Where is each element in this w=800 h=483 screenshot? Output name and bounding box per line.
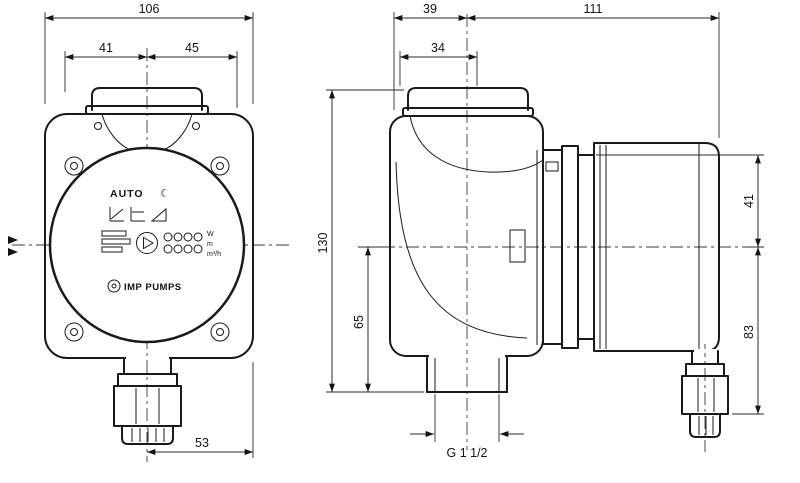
dim-axis-to-bottom: 65 [352,246,386,392]
night-mode-icon: ☾ [160,188,170,200]
side-housing [389,115,544,357]
play-icon [143,236,154,250]
constant-curve-icon [150,207,167,222]
volute-curve-outer [395,161,528,339]
connector-knurl-lines [698,416,714,435]
control-faceplate [48,146,246,344]
faceplate-content: AUTO ☾ [101,188,221,293]
flow-direction-arrow [8,248,18,256]
dim-label-top-left: 39 [423,2,437,16]
dim-top-right: 111 [467,2,720,138]
flow-direction-arrow [8,236,18,244]
flange-screw [94,122,102,130]
dim-label-overall-width: 106 [139,2,160,16]
flange-screw [192,122,200,130]
push-button [136,232,158,254]
brand-label: IMP PUMPS [124,282,182,293]
side-pump-body [389,87,544,393]
nameplate-detail [509,229,526,263]
neck-curve-right [160,113,193,152]
dim-motor-lower: 83 [732,247,764,415]
dim-bottom-offset: 53 [147,362,254,458]
knurl-lines [131,428,165,442]
side-centerlines [382,14,746,452]
dim-body-height: 130 [316,89,424,393]
thread-size-label: G 1 1/2 [447,446,488,460]
dim-label-axis-to-bottom: 65 [352,315,366,329]
dim-overall-width: 106 [44,2,254,104]
side-connector [681,349,729,438]
dim-label-right-section: 45 [185,41,199,55]
dim-right-section: 45 [147,41,238,108]
side-top-union-nut [407,87,529,111]
led-indicator-grid [163,232,203,254]
top-union-nut [91,87,203,111]
side-view: 39 111 34 130 65 41 [316,2,764,460]
front-view: AUTO ☾ [8,2,290,462]
dim-label-motor-upper: 41 [742,194,756,208]
dim-flange-width: 34 [399,41,478,86]
thread-callout: G 1 1/2 [410,394,524,460]
dim-left-section: 41 [64,41,147,92]
dim-top-left: 39 [393,2,467,110]
dim-label-top-right: 111 [583,2,602,16]
dim-label-flange-width: 34 [431,41,445,55]
volute-curve-upper [409,115,544,173]
dim-label-motor-lower: 83 [742,325,756,339]
dim-label-bottom-offset: 53 [195,436,209,450]
brand-logo-icon [107,279,121,293]
side-motor [542,142,720,352]
proportional-pressure-icon [109,207,124,222]
front-union-nut [113,356,182,445]
clamp-screw [545,161,559,172]
dim-label-body-height: 130 [316,233,330,254]
unit-flow-label: m³/h [207,251,221,258]
dim-label-left-section: 41 [99,41,113,55]
unit-meter-label: m [207,241,213,248]
side-bottom-port [426,354,508,393]
neck-curve-left [101,113,134,152]
side-flange-lip [402,107,534,117]
housing-bolt-holes [64,156,230,342]
unit-watt-label: W [207,231,214,238]
constant-pressure-icon [130,207,145,222]
auto-mode-label: AUTO [110,188,144,200]
segment-display-icon [101,230,131,253]
dim-motor-upper: 41 [596,154,764,248]
